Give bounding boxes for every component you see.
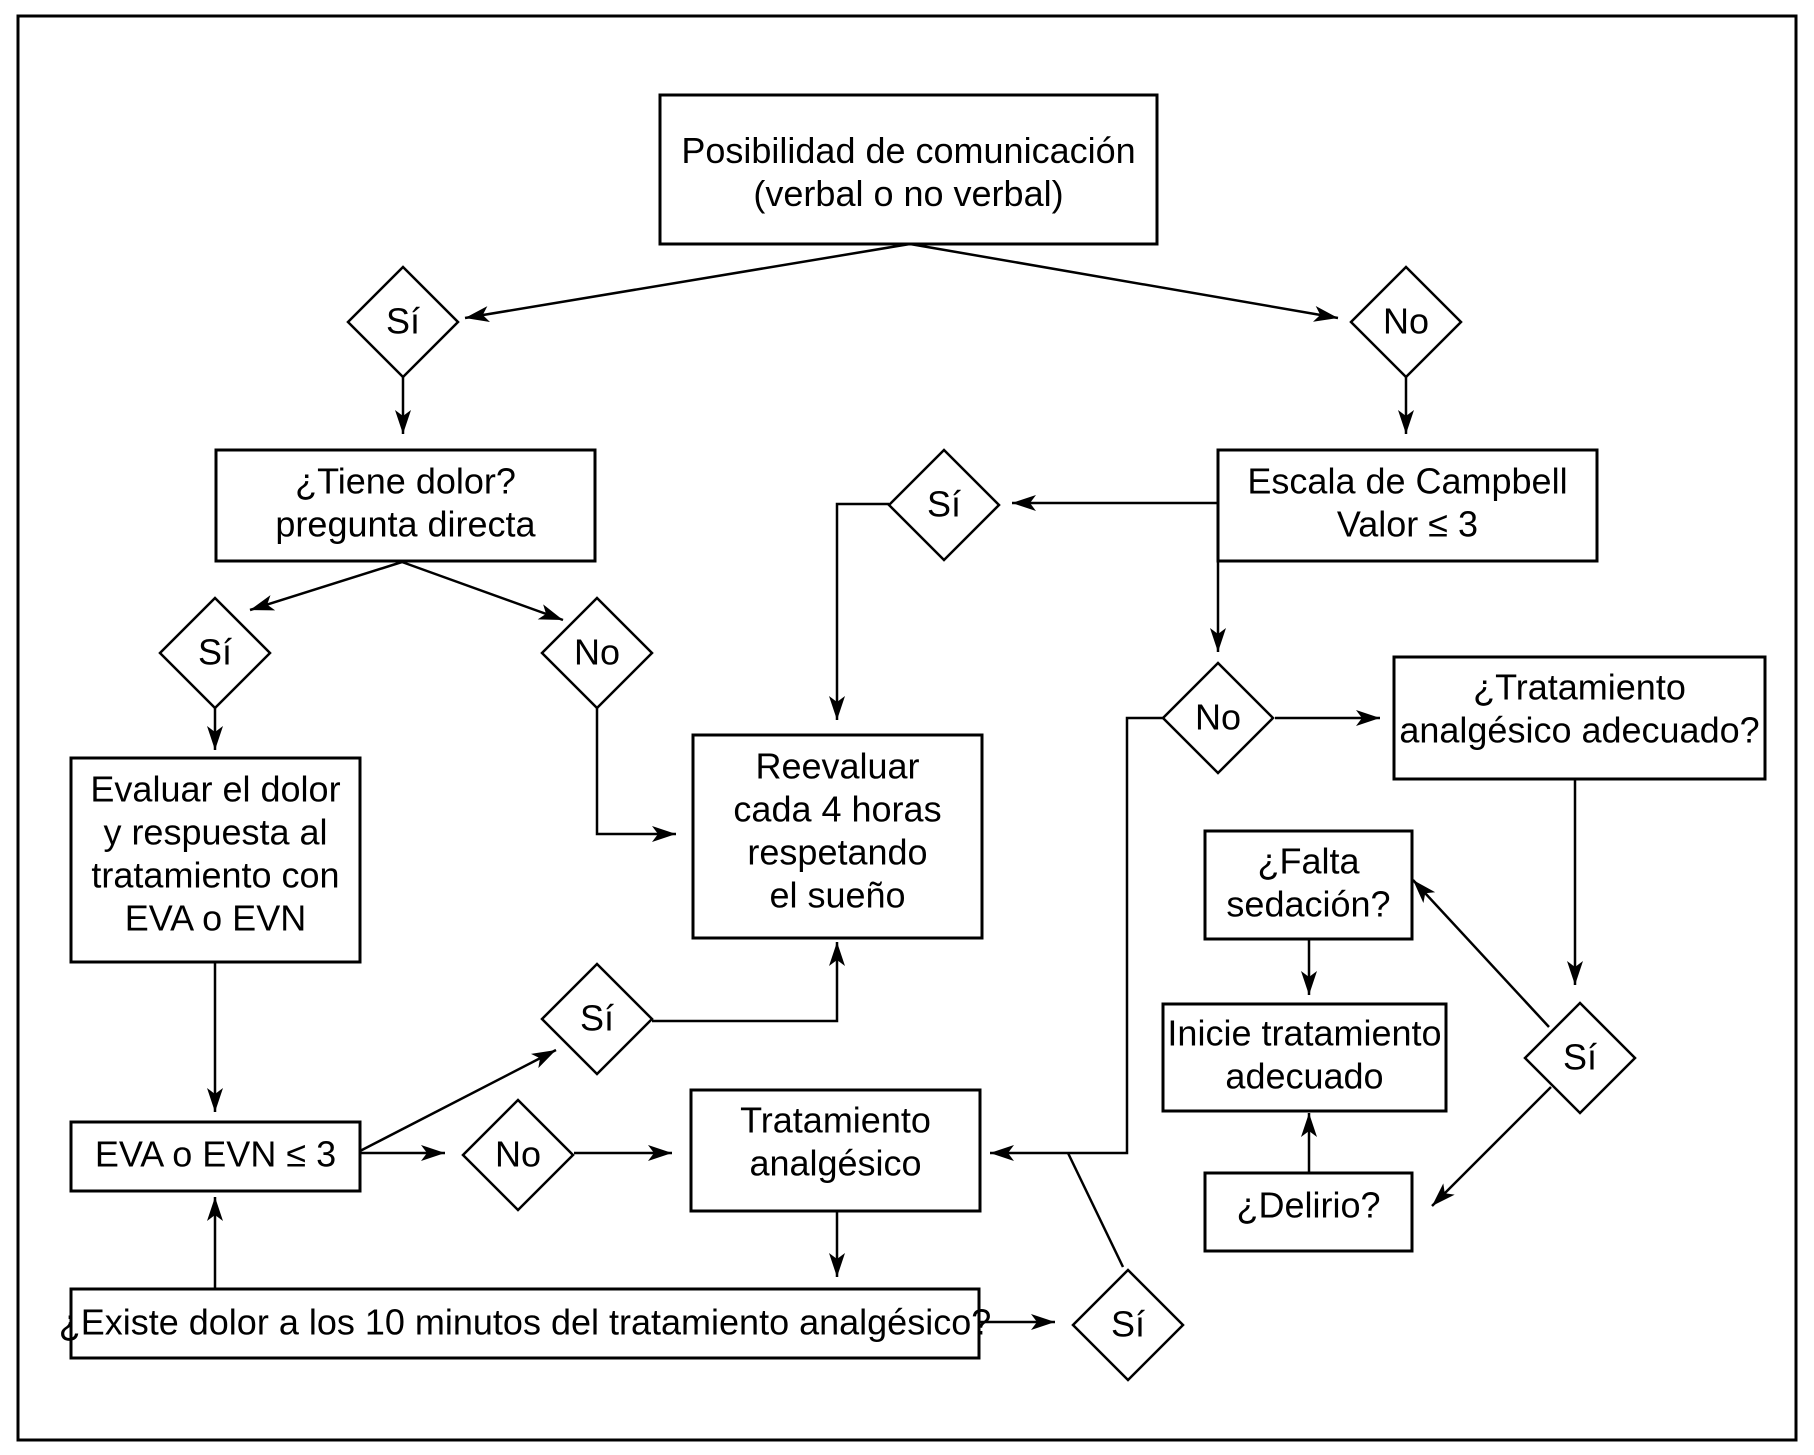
- box-existe-dolor: ¿Existe dolor a los 10 minutos del trata…: [59, 1287, 992, 1360]
- box-tratamiento-analgesico-line-1: Tratamiento: [740, 1100, 931, 1141]
- box-reevaluar-line-1: Reevaluar: [755, 746, 919, 787]
- box-tratamiento-adecuado-q-line-2: analgésico adecuado?: [1399, 710, 1759, 751]
- box-inicie-line-2: adecuado: [1225, 1056, 1383, 1097]
- decision-si-dolor-label: Sí: [198, 632, 232, 673]
- box-tratamiento-analgesico-line-2: analgésico: [749, 1143, 921, 1184]
- decision-no-campbell-label: No: [1195, 697, 1241, 738]
- box-comunicacion: Posibilidad de comunicación (verbal o no…: [658, 93, 1159, 246]
- box-tiene-dolor-line-2: pregunta directa: [275, 504, 536, 545]
- decision-no-dolor-label: No: [574, 632, 620, 673]
- box-existe-dolor-line-1: ¿Existe dolor a los 10 minutos del trata…: [59, 1302, 992, 1343]
- box-inicie-line-1: Inicie tratamiento: [1167, 1013, 1441, 1054]
- decision-si-eva-label: Sí: [580, 998, 614, 1039]
- box-comunicacion-line-2: (verbal o no verbal): [753, 173, 1063, 214]
- decision-si-campbell-label: Sí: [927, 484, 961, 525]
- box-evaluar: Evaluar el dolor y respuesta al tratamie…: [69, 756, 362, 964]
- box-reevaluar-line-4: el sueño: [769, 875, 905, 916]
- box-campbell-line-1: Escala de Campbell: [1247, 461, 1567, 502]
- box-falta-sedacion-line-2: sedación?: [1226, 884, 1390, 925]
- box-evaluar-line-4: EVA o EVN: [125, 898, 306, 939]
- decision-si-existe-label: Sí: [1111, 1304, 1145, 1345]
- decision-no-top-label: No: [1383, 301, 1429, 342]
- box-reevaluar-line-2: cada 4 horas: [733, 789, 941, 830]
- decision-no-dolor: No: [540, 596, 654, 710]
- decision-si-top-label: Sí: [386, 301, 420, 342]
- decision-si-campbell: Sí: [887, 448, 1001, 562]
- outer-frame: [16, 14, 1798, 1442]
- box-tiene-dolor: ¿Tiene dolor? pregunta directa: [214, 448, 597, 563]
- box-falta-sedacion: ¿Falta sedación?: [1203, 829, 1414, 941]
- box-delirio-line-1: ¿Delirio?: [1236, 1185, 1380, 1226]
- decision-si-dolor: Sí: [158, 596, 272, 710]
- box-tiene-dolor-line-1: ¿Tiene dolor?: [295, 461, 516, 502]
- box-campbell-line-2: Valor ≤ 3: [1337, 504, 1478, 545]
- decision-no-eva-label: No: [495, 1134, 541, 1175]
- box-evaluar-line-2: y respuesta al: [103, 812, 327, 853]
- box-inicie: Inicie tratamiento adecuado: [1161, 1002, 1448, 1113]
- decision-no-campbell: No: [1161, 661, 1275, 775]
- box-tratamiento-adecuado-q-line-1: ¿Tratamiento: [1473, 667, 1686, 708]
- box-falta-sedacion-line-1: ¿Falta: [1257, 841, 1360, 882]
- decision-no-eva: No: [461, 1098, 575, 1212]
- box-comunicacion-line-1: Posibilidad de comunicación: [681, 130, 1135, 171]
- box-evaluar-line-3: tratamiento con: [91, 855, 339, 896]
- box-evaluar-line-1: Evaluar el dolor: [90, 769, 340, 810]
- box-tratamiento-analgesico: Tratamiento analgésico: [689, 1088, 982, 1213]
- box-delirio: ¿Delirio?: [1203, 1171, 1414, 1253]
- decision-si-top: Sí: [346, 265, 460, 379]
- box-reevaluar-line-3: respetando: [747, 832, 927, 873]
- decision-si-adecuado-label: Sí: [1563, 1037, 1597, 1078]
- connectors: [207, 242, 1583, 1330]
- box-eva-evn: EVA o EVN ≤ 3: [69, 1120, 362, 1193]
- box-campbell: Escala de Campbell Valor ≤ 3: [1216, 448, 1599, 563]
- decision-no-top: No: [1349, 265, 1463, 379]
- box-reevaluar: Reevaluar cada 4 horas respetando el sue…: [691, 733, 984, 940]
- decision-si-existe: Sí: [1071, 1268, 1185, 1382]
- box-eva-evn-line-1: EVA o EVN ≤ 3: [95, 1134, 336, 1175]
- box-tratamiento-adecuado-q: ¿Tratamiento analgésico adecuado?: [1392, 655, 1767, 781]
- decision-si-adecuado: Sí: [1523, 1001, 1637, 1115]
- decision-si-eva: Sí: [540, 962, 654, 1076]
